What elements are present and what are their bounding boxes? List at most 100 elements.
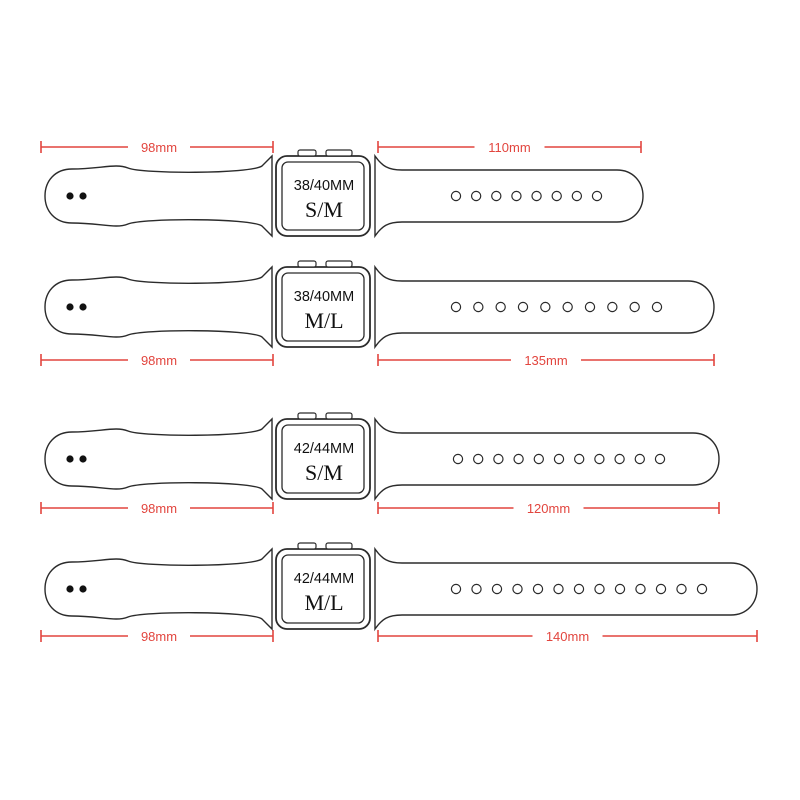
long-strap-dimension bbox=[377, 354, 715, 366]
long-strap-hole bbox=[654, 453, 666, 465]
long-strap-holes bbox=[450, 583, 708, 595]
short-strap bbox=[44, 547, 273, 631]
long-strap-hole bbox=[553, 583, 564, 595]
long-strap-hole bbox=[651, 301, 663, 313]
watch-case-outer bbox=[275, 155, 371, 237]
short-strap-holes bbox=[66, 303, 87, 311]
short-strap-hole bbox=[66, 455, 74, 463]
fit-label: M/L bbox=[304, 308, 343, 333]
watch-case bbox=[275, 412, 371, 500]
long-strap-hole bbox=[493, 453, 504, 465]
long-strap-hole bbox=[471, 583, 482, 595]
long-strap-length: 135mm bbox=[524, 353, 567, 368]
short-strap-holes bbox=[66, 192, 87, 200]
fit-label: S/M bbox=[305, 197, 343, 222]
case-size-label: 42/44MM bbox=[294, 441, 354, 457]
fit-label: M/L bbox=[304, 590, 343, 615]
band-3: 42/44MM S/M 98mm 120mm bbox=[40, 412, 720, 516]
long-strap-length: 120mm bbox=[527, 501, 570, 516]
case-size-label: 42/44MM bbox=[294, 571, 354, 587]
long-strap-hole bbox=[594, 453, 605, 465]
short-strap-hole bbox=[79, 455, 87, 463]
short-strap-dimension bbox=[40, 630, 274, 642]
long-strap-hole bbox=[473, 453, 484, 465]
long-strap-hole bbox=[614, 453, 625, 465]
short-strap-length: 98mm bbox=[141, 353, 177, 368]
long-strap-hole bbox=[491, 190, 502, 202]
long-strap-dimension bbox=[377, 141, 642, 153]
long-strap-hole bbox=[450, 301, 462, 313]
short-strap bbox=[44, 265, 273, 349]
watch-crown bbox=[325, 542, 353, 550]
long-strap bbox=[374, 546, 758, 632]
short-strap-holes bbox=[66, 455, 87, 463]
long-strap-hole bbox=[676, 583, 687, 595]
long-strap-hole bbox=[553, 453, 565, 465]
watch-button bbox=[297, 412, 317, 420]
short-strap-hole bbox=[66, 303, 74, 311]
case-size-label: 38/40MM bbox=[294, 289, 354, 305]
long-strap bbox=[374, 416, 720, 502]
short-strap-length: 98mm bbox=[141, 629, 177, 644]
short-strap-length: 98mm bbox=[141, 140, 177, 155]
watch-screen bbox=[281, 424, 365, 494]
long-strap-hole bbox=[513, 453, 524, 465]
watch-crown bbox=[325, 149, 353, 157]
fit-label: S/M bbox=[305, 460, 343, 485]
long-strap-hole bbox=[629, 301, 640, 313]
long-strap-holes bbox=[450, 190, 603, 202]
watch-screen bbox=[281, 554, 365, 624]
long-strap-hole bbox=[634, 453, 646, 465]
long-strap-hole bbox=[574, 453, 585, 465]
watch-button bbox=[297, 542, 317, 550]
watch-screen bbox=[281, 272, 365, 342]
long-strap-holes bbox=[450, 301, 663, 313]
short-strap-hole bbox=[79, 303, 87, 311]
long-strap-holes bbox=[452, 453, 666, 465]
short-strap-hole bbox=[79, 192, 87, 200]
long-strap-dimension bbox=[377, 502, 720, 514]
long-strap-hole bbox=[551, 190, 562, 202]
long-strap-hole bbox=[540, 301, 551, 313]
watch-button bbox=[297, 149, 317, 157]
long-strap-hole bbox=[584, 301, 596, 313]
short-strap-dimension bbox=[40, 502, 274, 514]
long-strap-hole bbox=[594, 583, 605, 595]
long-strap-hole bbox=[511, 190, 522, 202]
watch-crown bbox=[325, 260, 353, 268]
long-strap-hole bbox=[635, 583, 646, 595]
long-strap bbox=[374, 264, 715, 350]
long-strap-hole bbox=[491, 583, 503, 595]
long-strap-hole bbox=[450, 190, 462, 202]
long-strap-hole bbox=[495, 301, 506, 313]
long-strap-hole bbox=[512, 583, 523, 595]
band-4: 42/44MM M/L 98mm 140mm bbox=[40, 542, 758, 644]
watch-case-outer bbox=[275, 548, 371, 630]
long-strap-hole bbox=[655, 583, 667, 595]
long-strap-hole bbox=[591, 190, 603, 202]
long-strap-hole bbox=[573, 583, 585, 595]
long-strap-hole bbox=[614, 583, 626, 595]
long-strap-length: 110mm bbox=[488, 140, 530, 155]
long-strap-hole bbox=[562, 301, 573, 313]
watch-case bbox=[275, 149, 371, 237]
long-strap-hole bbox=[696, 583, 708, 595]
short-strap-length: 98mm bbox=[141, 501, 177, 516]
short-strap-dimension bbox=[40, 141, 274, 153]
case-size-label: 38/40MM bbox=[294, 178, 354, 194]
long-strap-hole bbox=[571, 190, 583, 202]
short-strap-hole bbox=[66, 585, 74, 593]
watch-case-outer bbox=[275, 418, 371, 500]
band-2: 38/40MM M/L 98mm 135mm bbox=[40, 260, 715, 368]
long-strap-dimension bbox=[377, 630, 758, 642]
watch-case-outer bbox=[275, 266, 371, 348]
watch-case bbox=[275, 542, 371, 630]
long-strap-hole bbox=[470, 190, 482, 202]
long-strap-hole bbox=[533, 453, 545, 465]
short-strap bbox=[44, 154, 273, 238]
long-strap-hole bbox=[531, 190, 542, 202]
long-strap-hole bbox=[517, 301, 529, 313]
watch-crown bbox=[325, 412, 353, 420]
long-strap-length: 140mm bbox=[546, 629, 589, 644]
short-strap bbox=[44, 417, 273, 501]
